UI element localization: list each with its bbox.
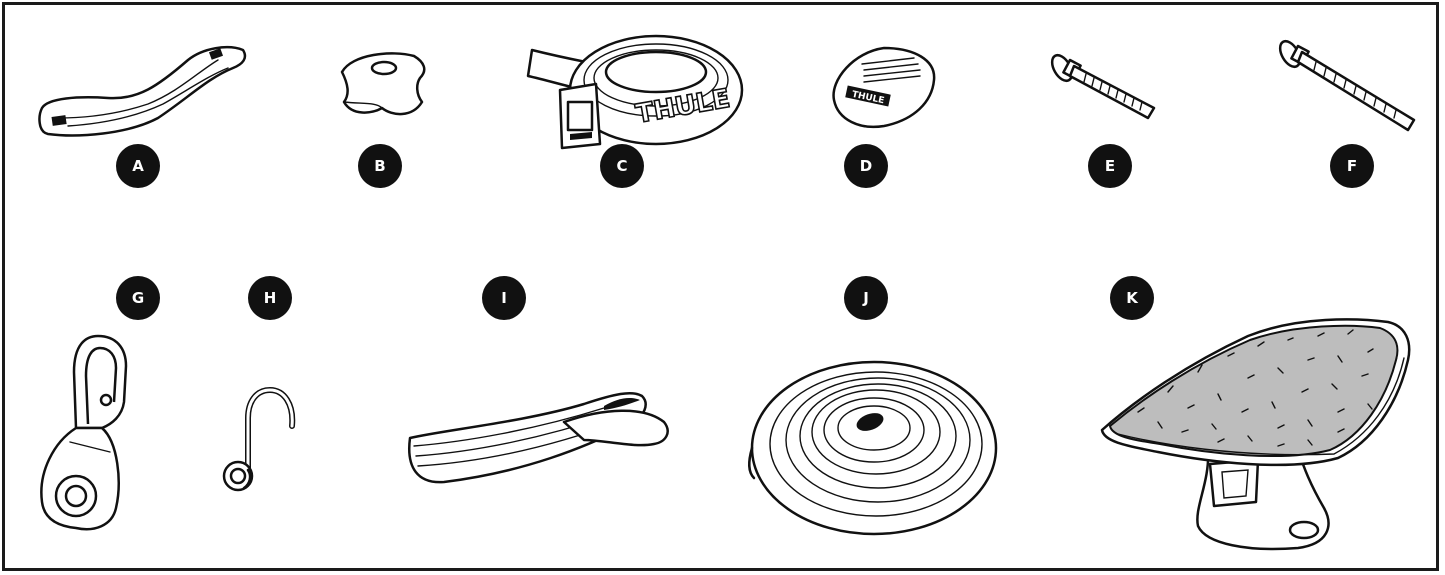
part-label-b: B	[358, 144, 402, 188]
part-label-h: H	[248, 276, 292, 320]
knob-icon	[332, 44, 432, 124]
part-label-g: G	[116, 276, 160, 320]
carabiner-pulley-icon	[36, 332, 146, 532]
mounting-plate-icon	[38, 38, 248, 138]
carriage-bolt-short-icon	[1050, 52, 1160, 122]
part-label-c: C	[600, 144, 644, 188]
part-label-e: E	[1088, 144, 1132, 188]
s-hook-icon	[212, 384, 312, 494]
folded-strap-icon	[404, 382, 674, 492]
carriage-bolt-long-icon	[1278, 40, 1418, 130]
part-label-i: I	[482, 276, 526, 320]
part-label-j: J	[844, 276, 888, 320]
coiled-rope-icon	[744, 352, 1004, 542]
strap-with-buckle-icon: THULE	[526, 20, 746, 160]
padded-saddle-icon	[1098, 312, 1416, 558]
buckle-cover-icon: THULE	[824, 40, 944, 140]
part-label-a: A	[116, 144, 160, 188]
part-label-d: D	[844, 144, 888, 188]
part-label-f: F	[1330, 144, 1374, 188]
